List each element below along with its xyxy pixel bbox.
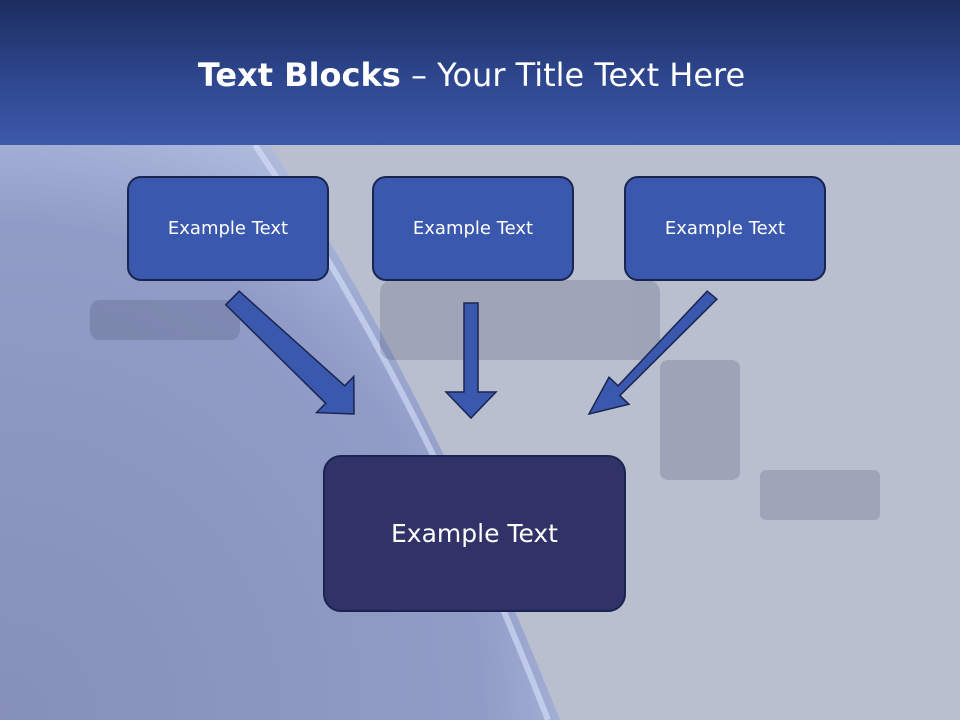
target-block-label: Example Text (391, 519, 558, 548)
title-rest: Your Title Text Here (437, 56, 746, 94)
text-block-2[interactable]: Example Text (372, 176, 574, 281)
arrow-right (587, 290, 719, 416)
text-block-2-label: Example Text (412, 218, 534, 239)
text-block-3[interactable]: Example Text (624, 176, 826, 281)
text-block-1-label: Example Text (167, 218, 289, 239)
text-block-1[interactable]: Example Text (127, 176, 329, 281)
target-block[interactable]: Example Text (323, 455, 626, 612)
arrow-left (224, 290, 355, 415)
arrow-center (444, 302, 498, 420)
title-dash: – (400, 56, 438, 94)
title-bar: Text Blocks – Your Title Text Here (0, 0, 960, 145)
text-block-3-label: Example Text (664, 218, 786, 239)
slide-title: Text Blocks – Your Title Text Here (0, 54, 943, 96)
title-bold: Text Blocks (197, 56, 401, 94)
